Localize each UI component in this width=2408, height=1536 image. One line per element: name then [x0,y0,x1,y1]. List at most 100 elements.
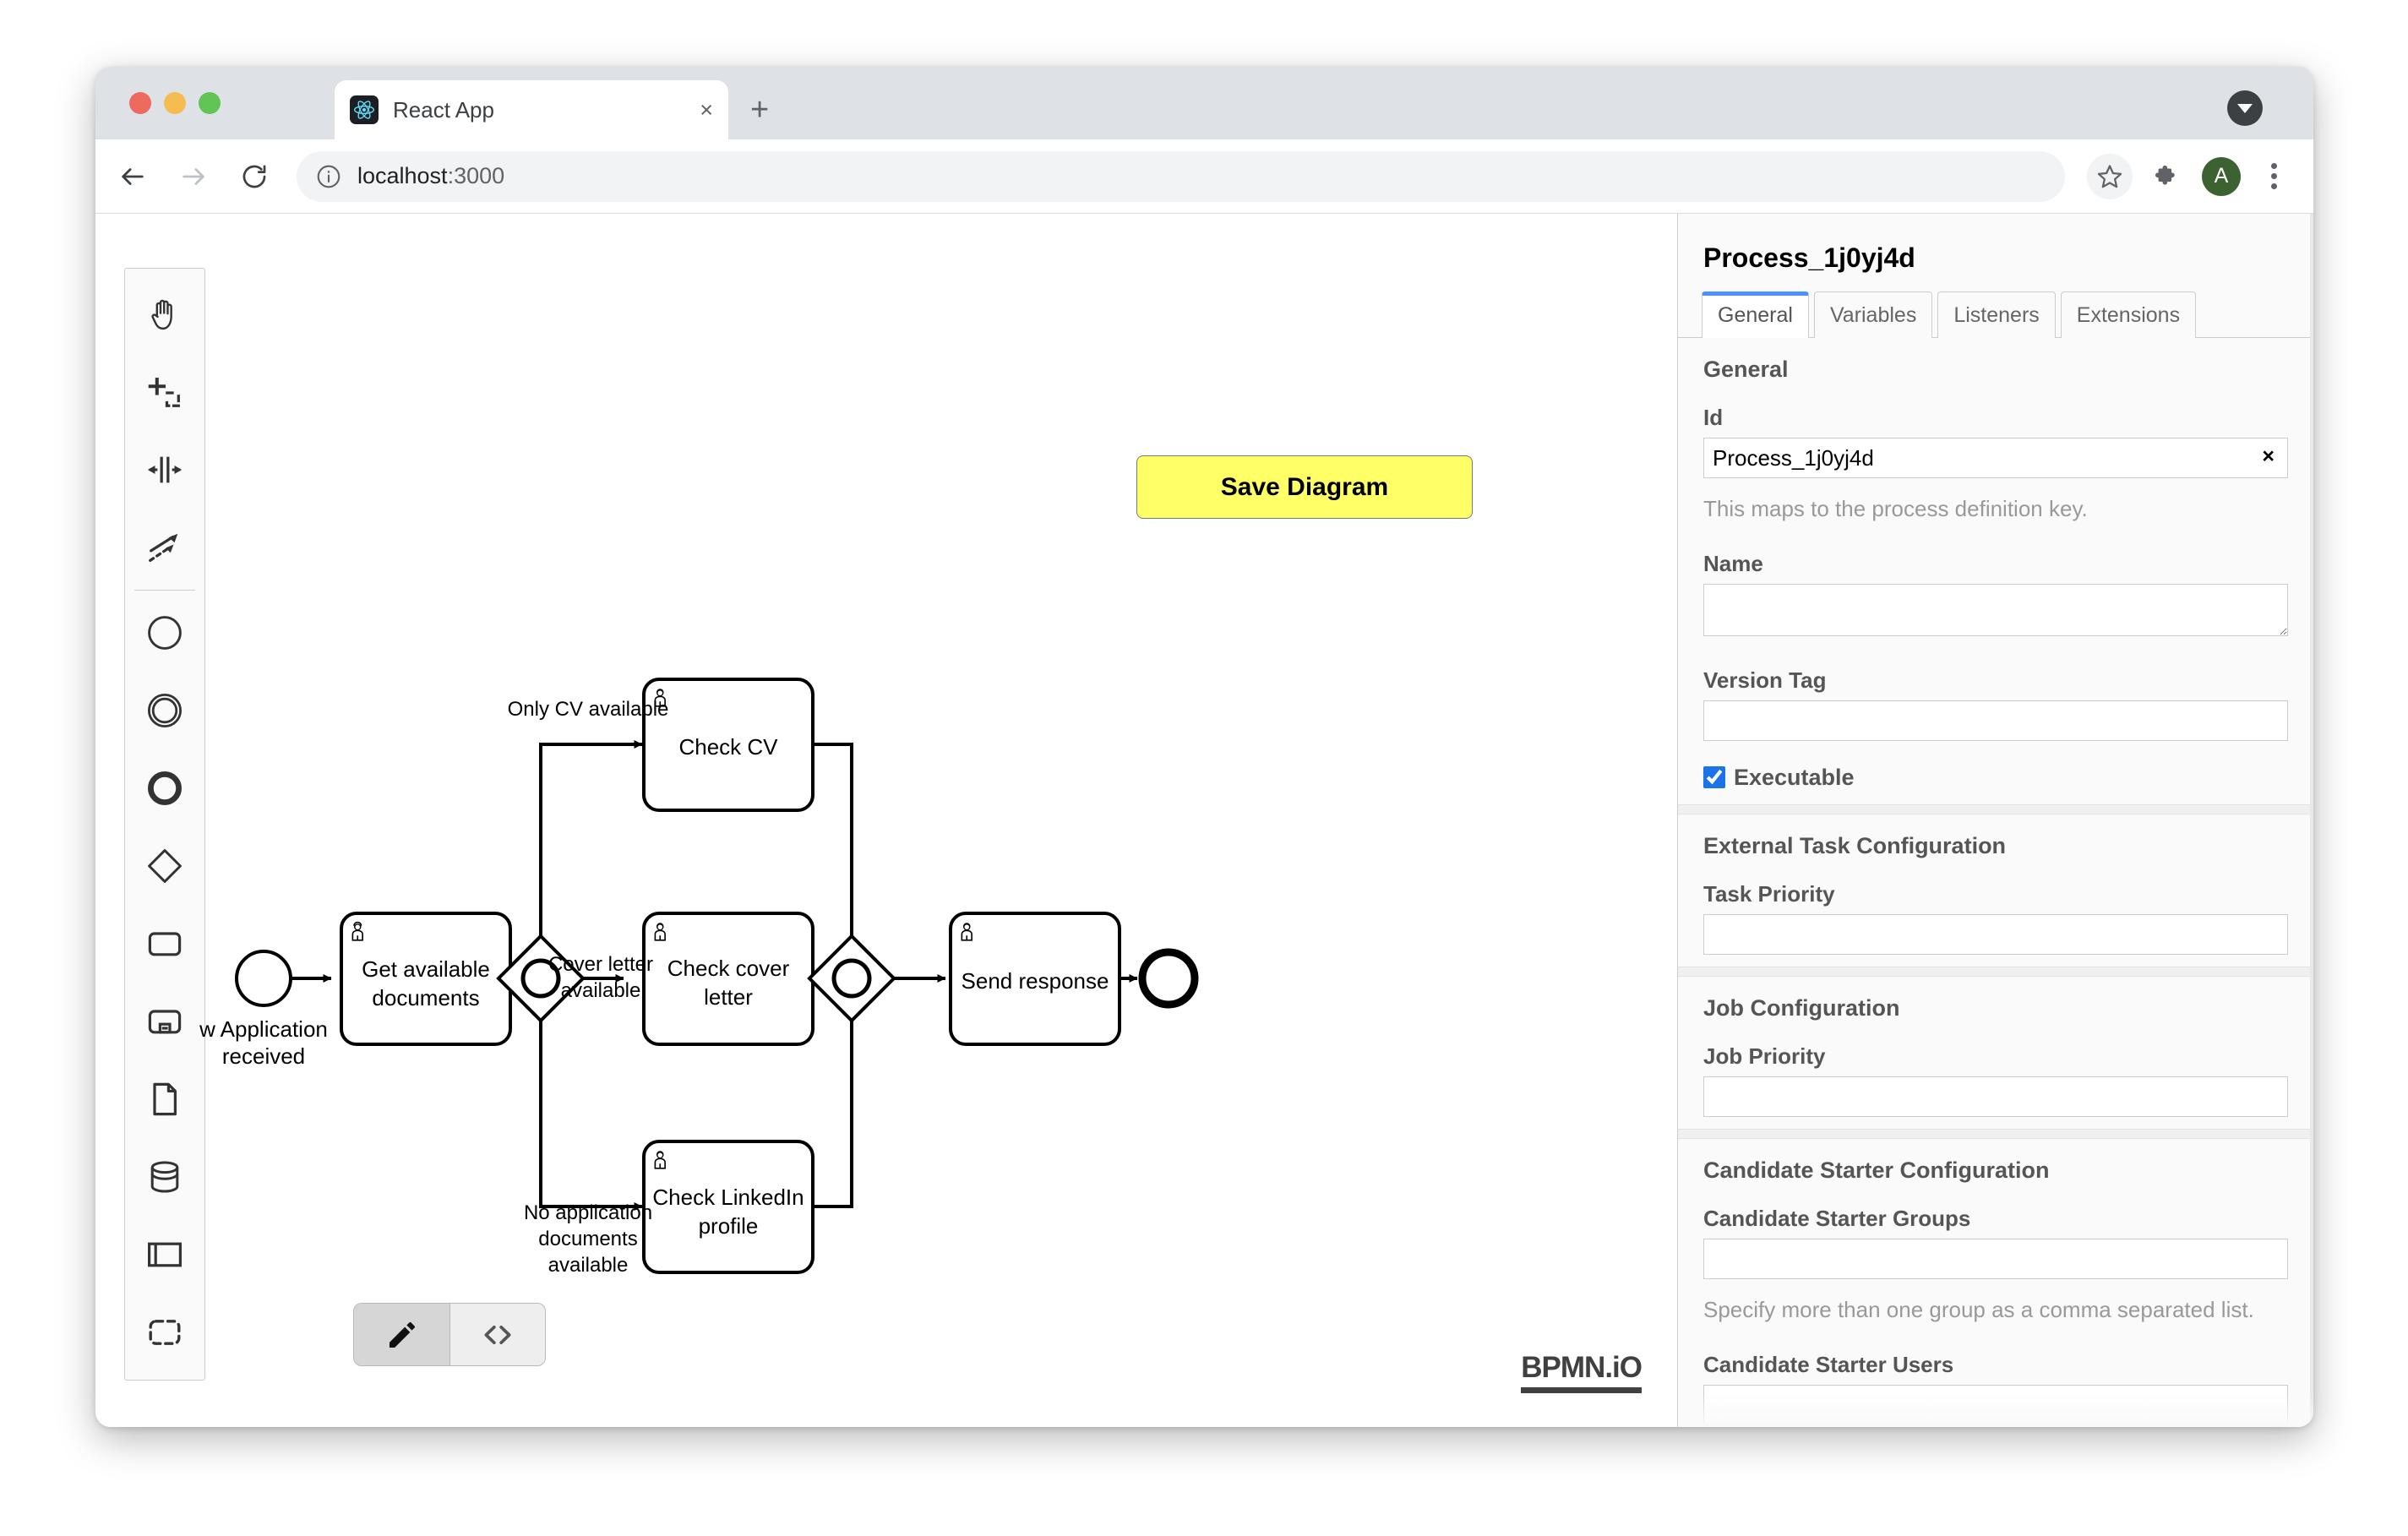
browser-tab-title: React App [393,96,494,123]
end-event[interactable] [1138,948,1199,1009]
flow-label-nodocs-line1: No application [524,1201,652,1224]
browser-window: React App × + [95,67,2313,1427]
document-icon[interactable] [131,1060,199,1138]
inclusive-gateway-join[interactable] [807,934,896,1023]
back-arrow-icon[interactable] [109,153,156,200]
name-field-label: Name [1703,550,1763,576]
diamond-icon[interactable] [131,827,199,905]
candidate-groups-hint: Specify more than one group as a comma s… [1703,1296,2254,1322]
version-tag-input[interactable] [1703,700,2288,741]
save-diagram-button[interactable]: Save Diagram [1136,455,1473,519]
candidate-starter-section-heading: Candidate Starter Configuration [1703,1157,2050,1183]
three-dot-menu-icon[interactable] [2254,163,2293,189]
task-check-cv[interactable] [642,678,814,812]
tab-strip: React App × + [95,67,2313,139]
executable-checkbox-row[interactable]: Executable [1678,753,2313,804]
close-icon[interactable]: × [700,96,713,123]
task-get-docs-label-line1: Get available [362,956,490,982]
new-tab-button[interactable]: + [750,92,770,128]
info-circle-icon[interactable] [315,163,342,190]
clear-icon[interactable]: × [2262,444,2275,468]
start-event[interactable] [235,950,292,1007]
section-divider [1678,803,2313,814]
bpmn-process-diagram: w Application received Get available doc… [199,678,1199,1277]
close-window-button[interactable] [129,92,151,114]
task-check-linkedin-label-line2: profile [699,1213,759,1239]
job-priority-input[interactable] [1703,1076,2288,1117]
tab-general[interactable]: General [1702,291,1809,338]
palette-divider [134,590,195,591]
section-divider [1678,1128,2313,1139]
address-bar[interactable]: localhost:3000 [297,150,2065,202]
browser-tab-react-app[interactable]: React App × [335,80,728,139]
sequence-flows [283,740,1138,1211]
name-field-wrap [1678,583,2313,654]
react-logo-icon [350,95,379,124]
maximize-window-button[interactable] [199,92,221,114]
flow-label-cover-line1: Cover letter [548,953,653,976]
task-get-available-documents[interactable] [340,912,512,1046]
subprocess-icon[interactable] [131,983,199,1060]
puzzle-piece-icon[interactable] [2144,154,2190,199]
page-title: Process_1j0yj4d [1703,242,1915,273]
job-configuration-section-heading: Job Configuration [1703,994,1900,1021]
connect-arrows-icon[interactable] [131,509,199,586]
forward-arrow-icon[interactable] [170,153,217,200]
version-tag-field-label: Version Tag [1703,667,1827,693]
executable-label: Executable [1734,764,1855,790]
tab-listeners[interactable]: Listeners [1937,291,2056,338]
inclusive-gateway-split[interactable] [496,934,586,1023]
bpmn-io-logo: BPMN.iO [1521,1351,1643,1393]
candidate-users-field-wrap [1678,1384,2313,1427]
name-input[interactable] [1703,583,2288,636]
properties-panel[interactable]: Process_1j0yj4d General Variables Listen… [1678,214,2313,1427]
database-icon[interactable] [131,1138,199,1216]
flow-label-cover-line2: available [561,979,641,1002]
task-send-response[interactable] [949,912,1121,1046]
task-check-cover-letter[interactable] [642,912,814,1046]
tab-extensions[interactable]: Extensions [2060,291,2197,338]
candidate-groups-field-wrap [1678,1238,2313,1291]
general-section-heading: General [1703,357,1789,382]
task-send-response-label: Send response [962,968,1109,994]
task-priority-input[interactable] [1703,913,2288,955]
candidate-groups-input[interactable] [1703,1238,2288,1279]
candidate-users-input[interactable] [1703,1384,2288,1425]
start-event-label-line1: w Application [199,1016,328,1042]
executable-checkbox[interactable] [1703,766,1725,789]
properties-tabs: General Variables Listeners Extensions [1678,291,2313,338]
pencil-icon[interactable] [354,1304,449,1365]
tab-variables[interactable]: Variables [1813,291,1933,338]
double-circle-icon[interactable] [131,672,199,749]
bpmn-palette [124,268,205,1381]
id-input[interactable] [1703,438,2288,478]
flow-label-only-cv: Only CV available [508,698,669,721]
properties-panel-scrollbar[interactable] [2310,214,2313,1427]
avatar[interactable]: A [2202,156,2241,196]
page-viewport: Save Diagram [95,214,2313,1427]
task-priority-field-label: Task Priority [1703,880,1835,907]
candidate-users-field-label: Candidate Starter Users [1703,1351,1954,1377]
circle-thin-icon[interactable] [131,594,199,672]
space-tool-icon[interactable] [131,431,199,509]
task-check-cover-label-line1: Check cover [667,956,790,981]
reload-icon[interactable] [231,153,278,200]
rounded-rect-icon[interactable] [131,905,199,983]
code-brackets-icon[interactable] [449,1304,545,1365]
caret-down-icon[interactable] [2227,90,2263,126]
view-toggle-group [353,1303,546,1366]
task-check-cover-label-line2: letter [704,984,753,1010]
pool-icon[interactable] [131,1216,199,1294]
circle-thick-icon[interactable] [131,749,199,827]
minimize-window-button[interactable] [164,92,186,114]
star-icon[interactable] [2087,153,2133,199]
task-get-docs-label-line2: documents [372,985,479,1010]
job-priority-field-wrap [1678,1076,2313,1129]
start-event-label-line2: received [222,1043,305,1069]
lasso-icon[interactable] [131,353,199,431]
task-check-cv-label: Check CV [678,734,778,760]
hand-icon[interactable] [131,275,199,353]
dashed-group-icon[interactable] [131,1294,199,1371]
bpmn-canvas[interactable]: Save Diagram [95,214,1678,1427]
task-check-linkedin-profile[interactable] [642,1140,814,1274]
